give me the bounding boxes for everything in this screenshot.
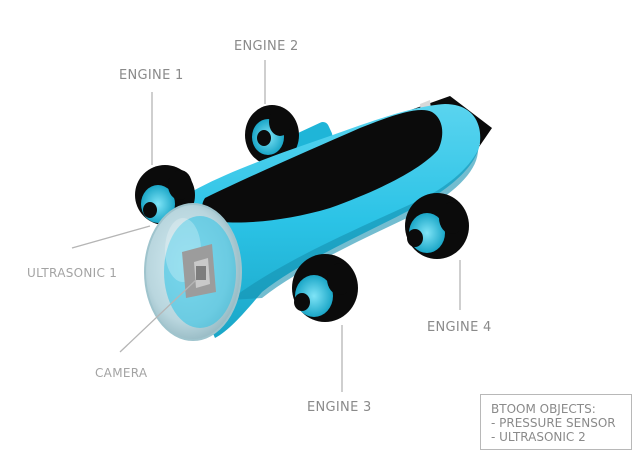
- bottom-objects-box: BTOOM OBJECTS: - PRESSURE SENSOR - ULTRA…: [480, 394, 632, 450]
- engine-3: [292, 254, 358, 322]
- bottom-objects-title: BTOOM OBJECTS:: [491, 402, 596, 416]
- engine-1: [135, 165, 195, 225]
- label-engine-4: ENGINE 4: [427, 320, 492, 335]
- label-engine-3: ENGINE 3: [307, 400, 372, 415]
- label-engine-1: ENGINE 1: [119, 68, 184, 83]
- bottom-objects-item: - ULTRASONIC 2: [491, 430, 586, 444]
- engine-4: [405, 193, 469, 259]
- engine-2: [245, 105, 333, 165]
- label-ultrasonic-1: ULTRASONIC 1: [27, 266, 118, 280]
- leader-ultrasonic-1: [71, 225, 151, 249]
- label-camera: CAMERA: [95, 366, 148, 380]
- camera-module: [182, 244, 216, 298]
- leader-lines: [71, 60, 461, 392]
- bottom-objects-item: - PRESSURE SENSOR: [491, 416, 616, 430]
- leader-camera: [119, 279, 197, 353]
- label-engine-2: ENGINE 2: [234, 39, 299, 54]
